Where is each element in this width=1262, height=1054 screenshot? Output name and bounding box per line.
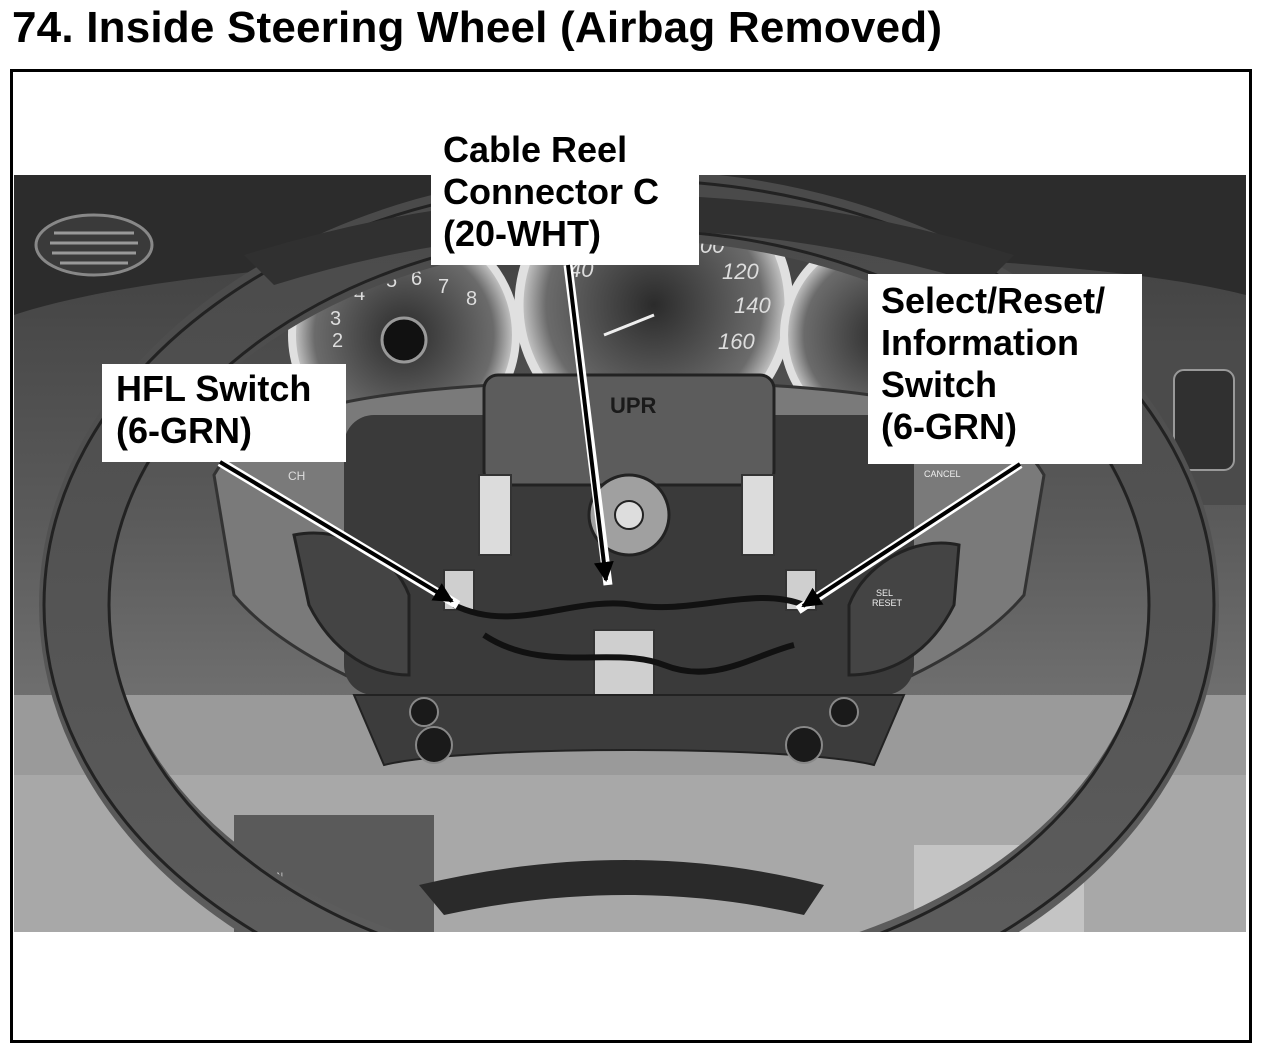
ch-label: CH	[288, 469, 305, 483]
upr-marking: UPR	[610, 393, 657, 418]
callout-line: HFL Switch	[116, 368, 312, 409]
tach-label: 7	[438, 276, 449, 298]
tach-label: 5	[386, 270, 397, 292]
sel-label: SEL	[876, 588, 893, 598]
callout-select-reset-information-switch: Select/Reset/ Information Switch (6-GRN)	[868, 274, 1142, 464]
tach-label: 3	[330, 308, 341, 330]
tach-label: 6	[411, 268, 422, 290]
callout-cable-reel-connector: Cable Reel Connector C (20-WHT)	[431, 127, 699, 265]
callout-line: (6-GRN)	[881, 406, 1017, 447]
callout-line: (20-WHT)	[443, 213, 601, 254]
lower-spoke	[352, 694, 906, 767]
tach-label: 4	[354, 283, 365, 305]
callout-line: Switch	[881, 364, 998, 405]
reset-label: RESET	[872, 598, 903, 608]
page-title: 74. Inside Steering Wheel (Airbag Remove…	[12, 3, 943, 52]
speed-label: 140	[734, 293, 771, 318]
callout-line: Cable Reel	[443, 129, 628, 170]
callout-line: (6-GRN)	[116, 410, 252, 451]
callout-line: Connector C	[443, 171, 659, 212]
tach-label: 8	[466, 288, 477, 310]
cancel-label: CANCEL	[924, 469, 961, 479]
callout-line: Select/Reset/	[881, 280, 1106, 321]
speed-label: 120	[722, 259, 759, 284]
right-vent	[1173, 369, 1235, 471]
speed-label: 160	[718, 329, 755, 354]
callout-hfl-switch: HFL Switch (6-GRN)	[102, 364, 346, 462]
left-vent	[34, 213, 154, 277]
tach-label: 2	[332, 330, 343, 352]
callout-line: Information	[881, 322, 1079, 363]
